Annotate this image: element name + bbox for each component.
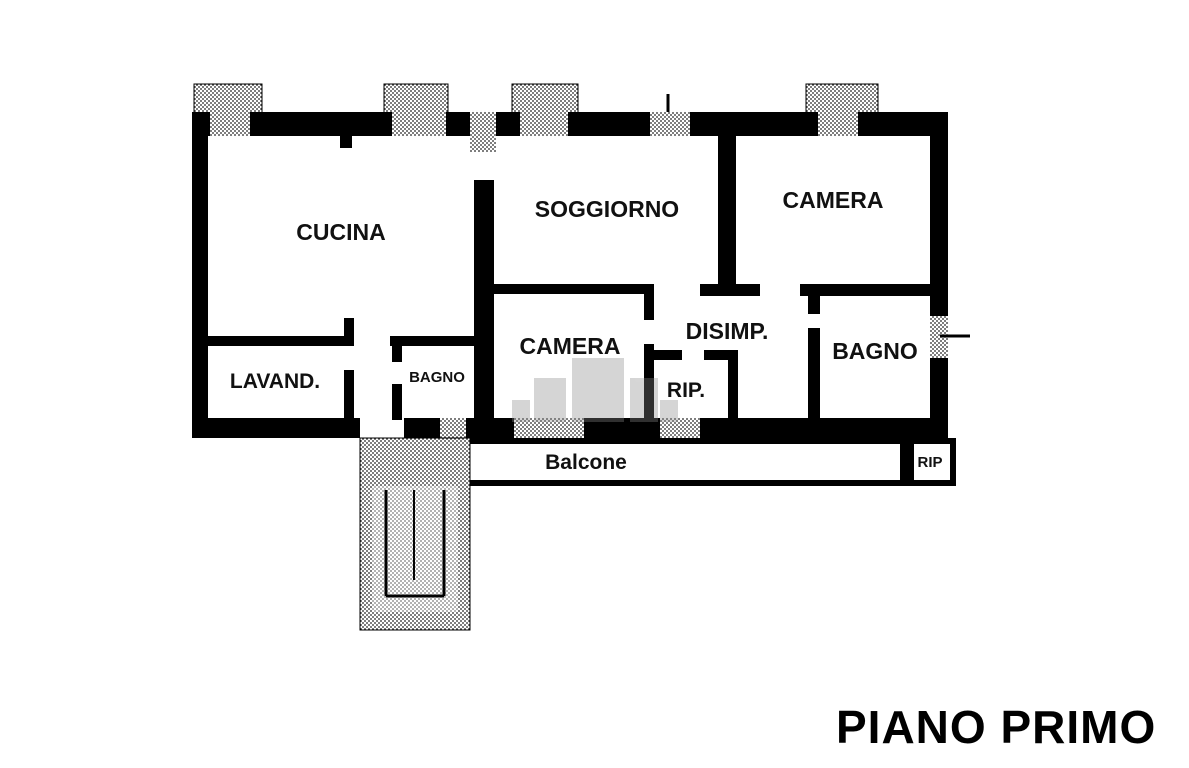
room-label-camera-2: CAMERA [520,333,621,359]
room-label-balcone: Balcone [545,451,627,474]
room-label-ripostiglio-2: RIP [917,454,942,471]
staircase [359,437,471,631]
window-projections [193,83,879,116]
exterior-walls [192,112,970,438]
floor-title: PIANO PRIMO [836,701,1157,753]
room-label-bagno-1: BAGNO [832,338,918,364]
room-label-camera-1: CAMERA [783,187,884,213]
room-label-soggiorno: SOGGIORNO [535,196,679,222]
watermark-logo [512,358,678,422]
room-label-bagno-2: BAGNO [409,369,465,386]
room-label-disimpegno: DISIMP. [686,318,769,344]
room-label-ripostiglio-1: RIP. [667,379,705,402]
interior-walls [208,136,930,420]
room-label-cucina: CUCINA [296,219,385,245]
room-label-lavanderia: LAVAND. [230,370,320,393]
